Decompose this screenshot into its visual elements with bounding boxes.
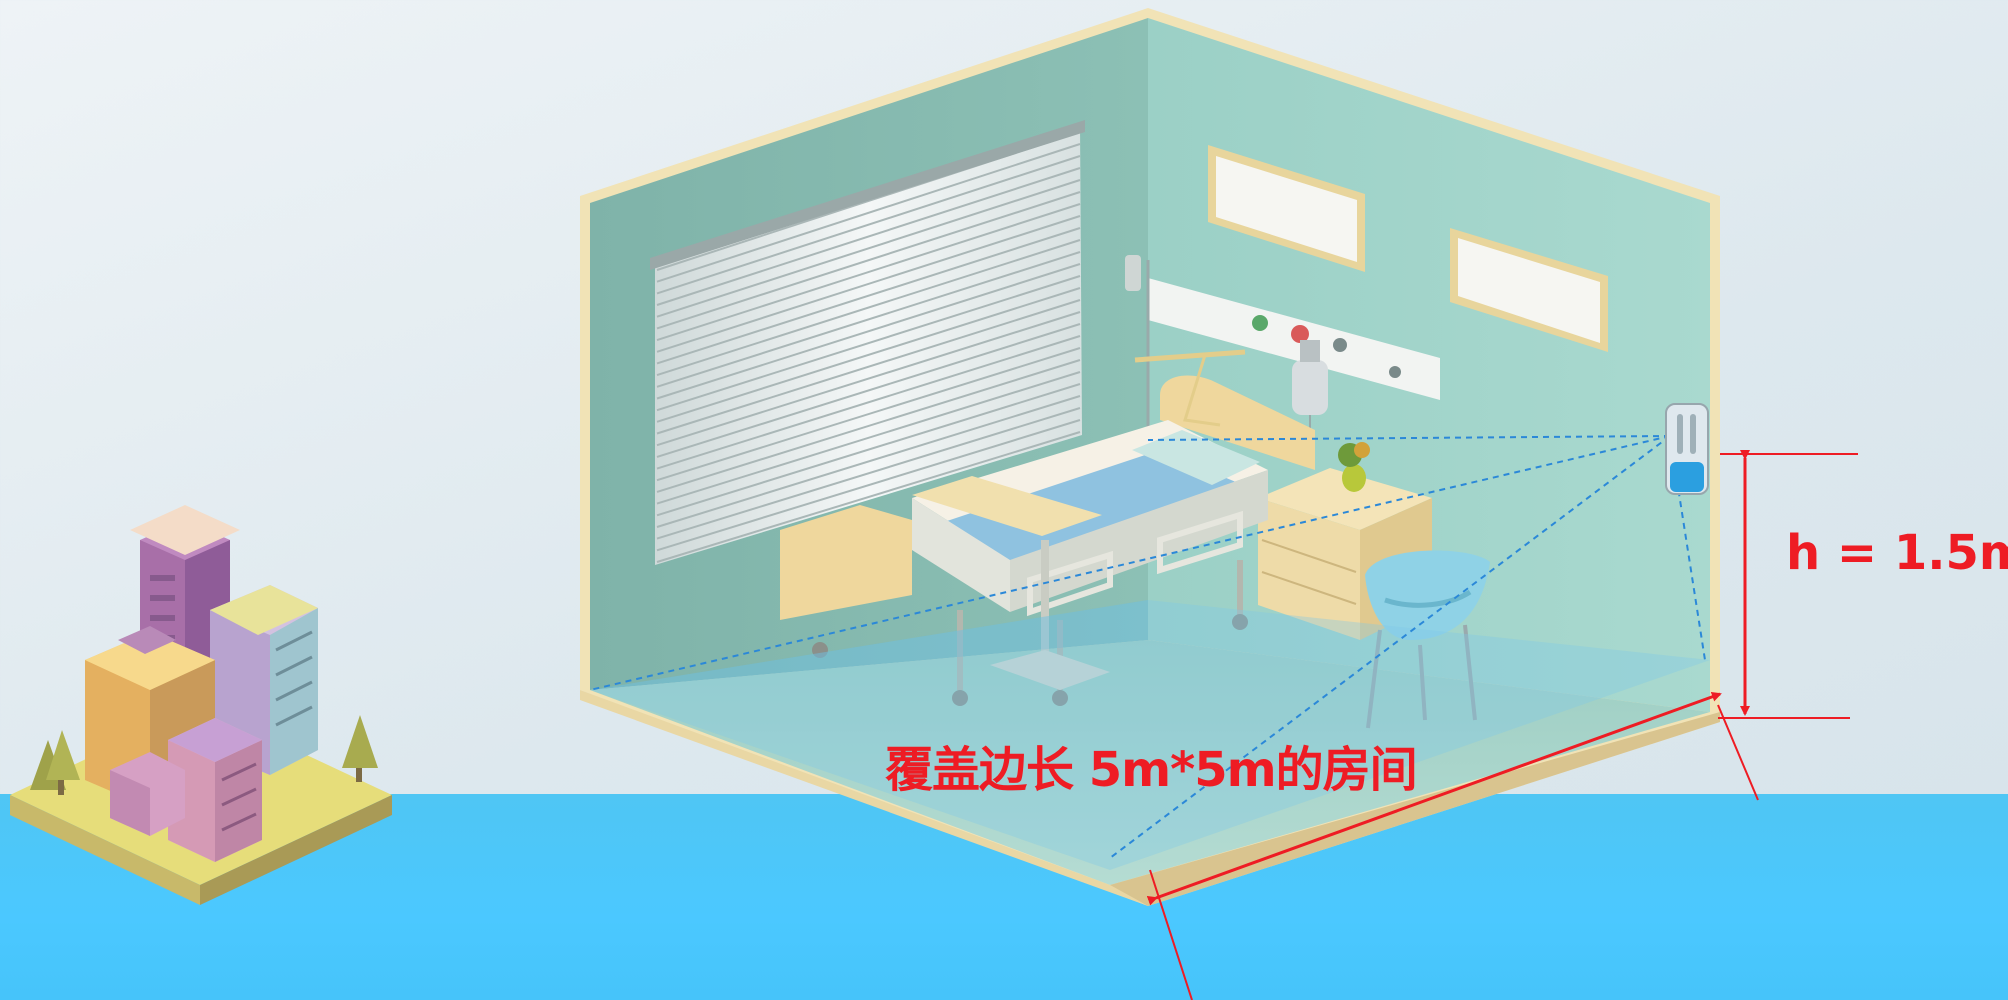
blind-slat [656, 155, 1081, 295]
blind-slat [656, 227, 1081, 365]
width-extension-right [1717, 704, 1759, 801]
window-blinds [650, 120, 1085, 565]
blind-slat [656, 191, 1081, 330]
bed-headwall-panel [1125, 255, 1440, 440]
blind-slat [656, 383, 1081, 517]
iv-bottle [1292, 340, 1328, 450]
blind-slat [656, 335, 1081, 470]
blind-slat [656, 323, 1081, 458]
dimension-annotations [1146, 450, 1858, 1000]
coverage-size-label: 覆盖边长 5m*5m的房间 [885, 742, 1418, 798]
blind-slat [656, 167, 1081, 306]
blind-slat [656, 359, 1081, 493]
sensor-height-label: h = 1.5m [1786, 525, 2008, 581]
blind-slat [656, 263, 1081, 400]
width-dimension-arrow [1146, 692, 1722, 906]
blind-slat [656, 431, 1081, 563]
blind-slat [656, 287, 1081, 423]
wall-sensor-icon [1665, 403, 1709, 495]
blind-slat [656, 251, 1081, 388]
blind-slat [656, 179, 1081, 318]
hospital-bed [780, 349, 1315, 706]
blind-slat [656, 215, 1081, 353]
blind-slat [656, 203, 1081, 342]
blind-slat [656, 347, 1081, 482]
wall-frame-1 [1208, 145, 1365, 272]
blind-slat [656, 371, 1081, 505]
blind-slat [656, 143, 1081, 283]
blind-slat [656, 275, 1081, 412]
blind-slat [656, 419, 1081, 552]
blind-slat [656, 395, 1081, 528]
blind-slat [656, 311, 1081, 447]
wall-frame-2 [1450, 228, 1608, 352]
blind-slat [656, 239, 1081, 377]
isometric-building-icon [10, 505, 392, 905]
blind-slat [656, 299, 1081, 435]
room-cutaway [580, 8, 1720, 906]
blind-slat [656, 407, 1081, 540]
